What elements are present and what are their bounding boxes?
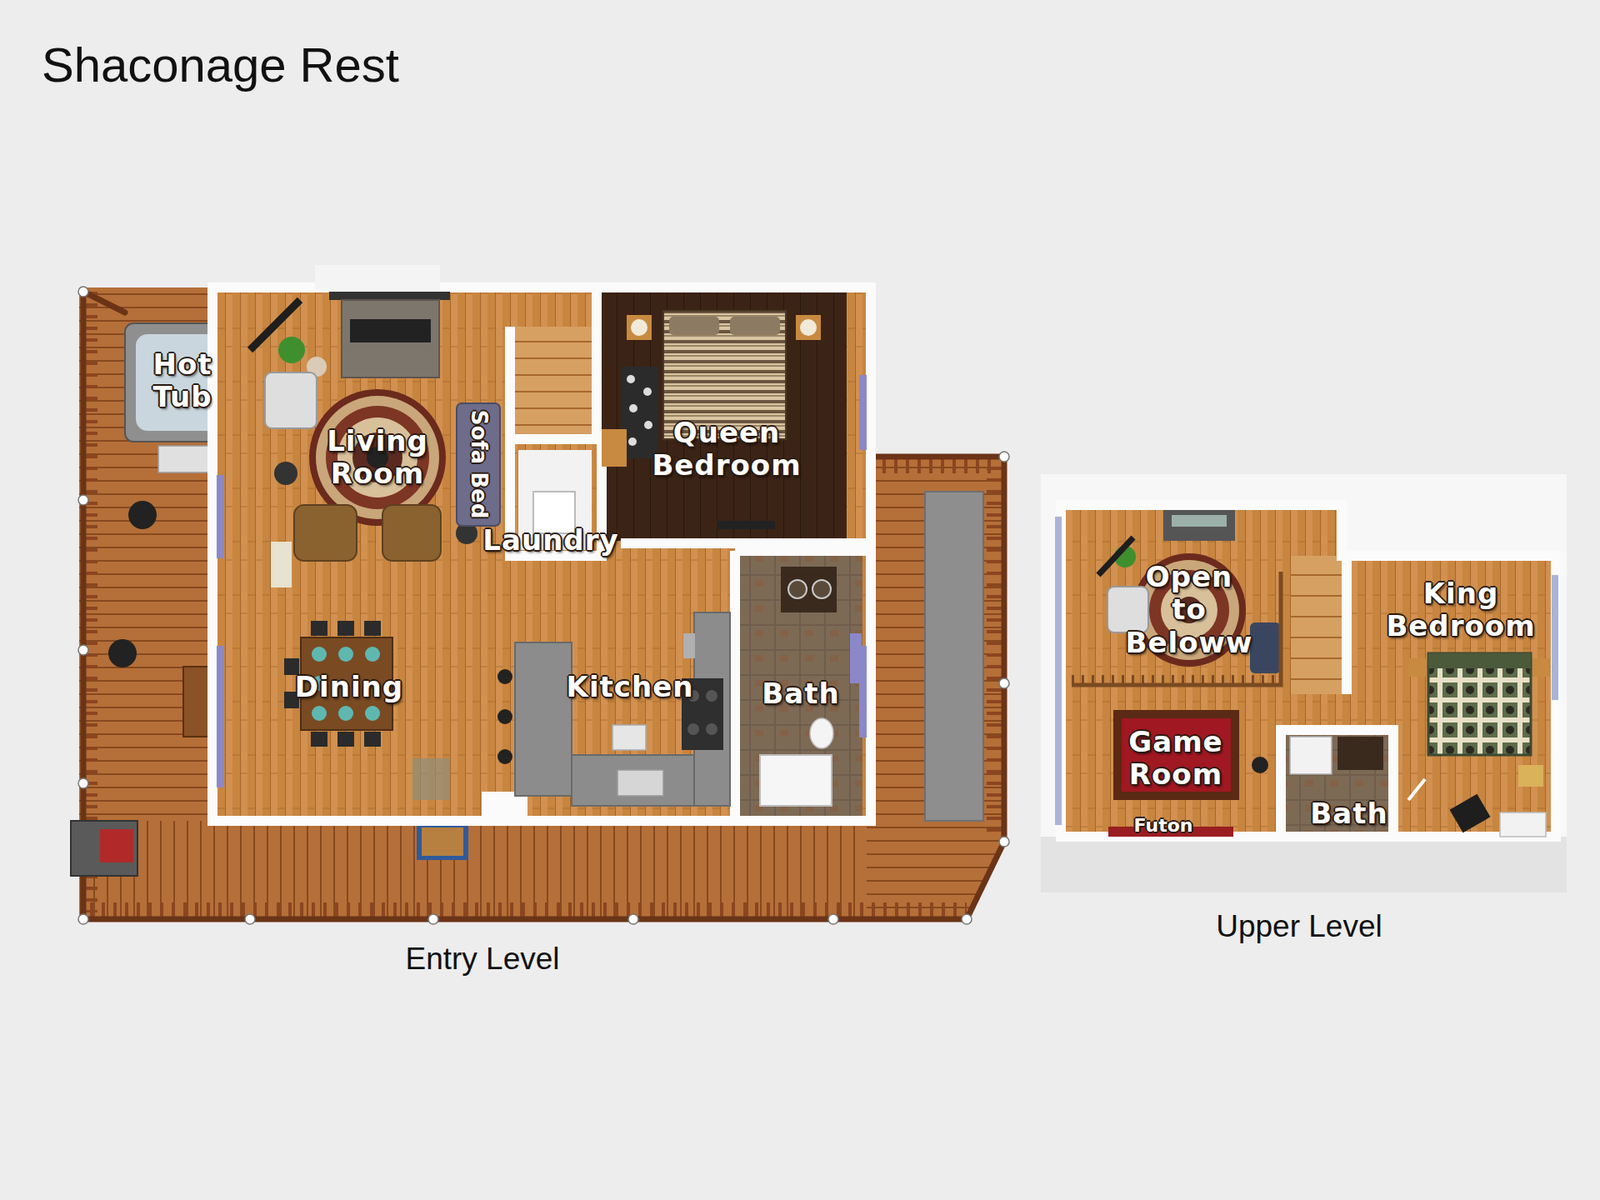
room-name: King Bedroom [1385,577,1535,643]
room-name: Dining [295,670,404,704]
room-area: Laundry [479,500,630,575]
room-name: Game Room [1128,725,1223,791]
furniture-label: Sofa Bed [466,410,492,520]
room-area: Bath [1280,730,1394,837]
room-area: Living Room [212,287,488,546]
room-area: King Bedroom [1346,555,1556,837]
room-name: Kitchen [566,670,695,704]
level-caption: Upper Level [1215,909,1383,945]
room-name: Laundry [482,524,619,557]
room-area: Dining [212,555,505,821]
furniture-label: Futon [1134,815,1194,836]
floor-plan: Entry Level Hot TubLiving RoomLaundry Quee… [25,283,1025,984]
floor-plan: Upper Level Open to Beloww King BedroomGam… [1040,474,1567,950]
room-name: Hot Tub [152,348,212,414]
room-name: Open to Beloww [1125,560,1254,659]
room-name: Queen Bedroom [651,416,801,482]
room-name: Bath [761,677,840,710]
plan-title: Shaconage Rest [41,36,400,93]
level-caption: Entry Level [405,941,560,978]
room-area: Hot Tub [125,323,242,442]
room-area: Open to Beloww [1060,505,1291,685]
room-name: Living Room [326,425,429,490]
room-area: Bath [735,550,863,817]
room-area: Kitchen [504,555,734,821]
room-area: Queen Bedroom [601,290,847,541]
room-name: Bath [1310,797,1388,830]
